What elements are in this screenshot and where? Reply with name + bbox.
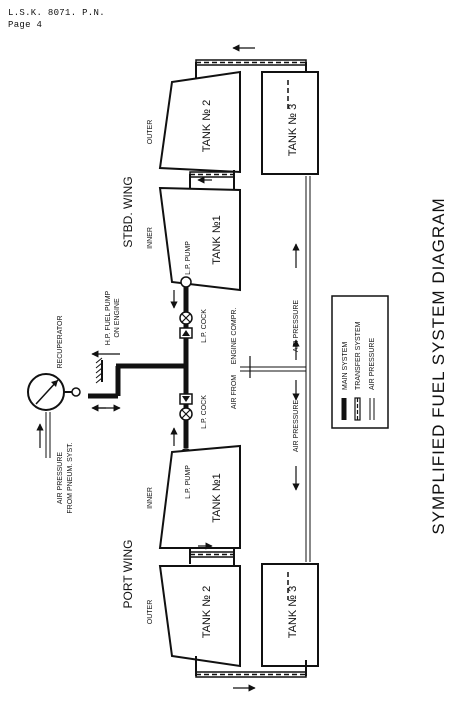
stbd-inner-label: INNER [147, 227, 154, 249]
hp-fuel-pump-mount [95, 357, 103, 384]
port-inner-tank-label: TANK №1 [211, 473, 223, 523]
port-outer-tank [158, 565, 241, 668]
port-transfer-line-bottom [195, 656, 307, 678]
air-pneum-label-1: AIR PRESSURE [57, 452, 64, 504]
stbd-lp-pump-icon [180, 276, 192, 288]
stbd-transfer-link [189, 170, 235, 190]
stbd-reserve-tank-label: TANK № 3 [287, 104, 299, 157]
stbd-reserve-tank [261, 71, 319, 175]
stbd-inner-tank [158, 186, 241, 292]
hp-pump-label-2: ON ENGINE [114, 298, 121, 338]
legend-air-pressure-label: AIR PRESSURE [369, 338, 376, 390]
stbd-wing-label: STBD. WING [121, 176, 135, 247]
legend-main-system-label: MAIN SYSTEM [342, 342, 349, 390]
stbd-outer-label: OUTER [147, 120, 154, 145]
stbd-outer-tank [158, 70, 241, 174]
port-reserve-tank [261, 563, 319, 667]
recuperator-icon [27, 373, 81, 411]
stbd-lp-cock-icon [179, 311, 193, 339]
air-pressure-upper-label: AIR PRESSURE [293, 300, 300, 352]
legend-air-pressure-swatch [369, 398, 375, 420]
stbd-outer-tank-label: TANK № 2 [201, 100, 213, 153]
pneumatic-air-line [45, 412, 51, 458]
port-lp-cock-icon [179, 393, 193, 421]
recuperator-label: RECUPERATOR [57, 315, 64, 368]
stbd-lp-pump-label: L.P. PUMP [185, 241, 192, 275]
legend-transfer-system-swatch [354, 397, 361, 421]
air-pneum-label-2: FROM PNEUM. SYST. [67, 442, 74, 513]
diagram-title: SYMPLIFIED FUEL SYSTEM DIAGRAM [429, 197, 448, 534]
hp-pump-label-1: H.P. FUEL PUMP [105, 290, 112, 345]
port-wing-label: PORT WING [121, 540, 135, 609]
document-reference: L.S.K. 8071. P.N. [8, 8, 105, 18]
port-outer-tank-label: TANK № 2 [201, 586, 213, 639]
port-outer-label: OUTER [147, 600, 154, 625]
stbd-lp-cock-label: L.P. COCK [201, 309, 208, 343]
port-transfer-link [189, 548, 235, 566]
legend-transfer-system-label: TRANSFER SYSTEM [355, 321, 362, 390]
air-pressure-lower-label: AIR PRESSURE [293, 400, 300, 452]
air-pressure-duct [240, 176, 311, 562]
air-from-label-1: AIR FROM [231, 375, 238, 409]
page-number: Page 4 [8, 20, 43, 30]
port-reserve-tank-label: TANK № 3 [287, 586, 299, 639]
port-lp-pump-label: L.P. PUMP [185, 465, 192, 499]
stbd-inner-tank-label: TANK №1 [211, 215, 223, 265]
air-from-label-2: ENGINE COMPR. [231, 308, 238, 365]
port-lp-cock-label: L.P. COCK [201, 395, 208, 429]
port-inner-label: INNER [147, 487, 154, 509]
port-inner-tank [158, 444, 241, 549]
